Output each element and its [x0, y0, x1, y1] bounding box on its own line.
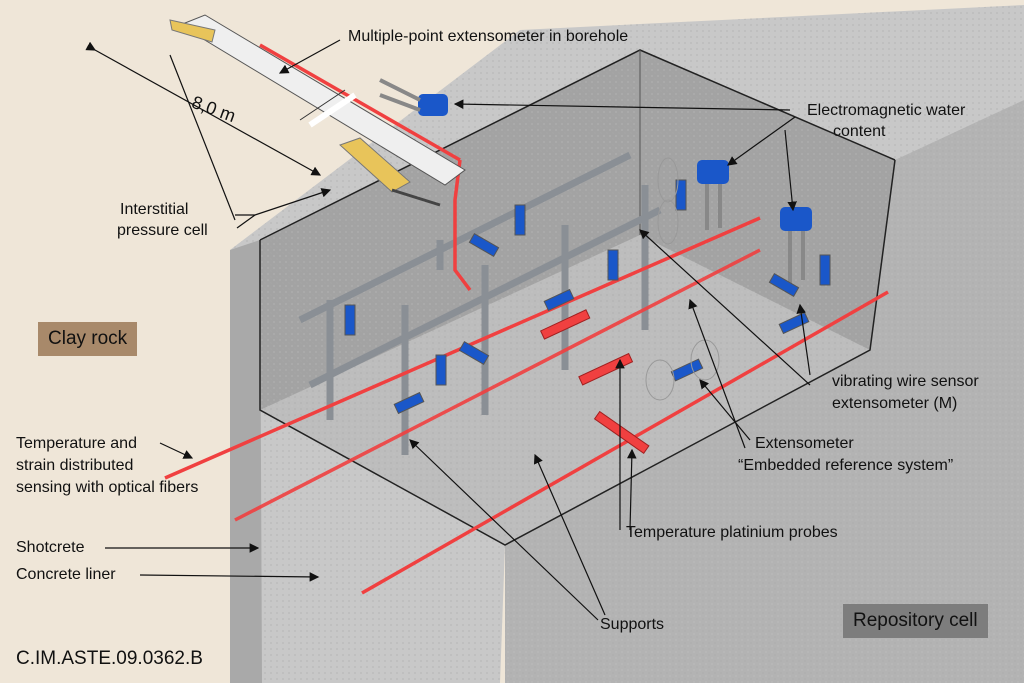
label-concrete-liner: Concrete liner [16, 566, 116, 583]
supports-frame [298, 151, 662, 455]
label-vibrating-wire-line1: vibrating wire sensor [832, 373, 979, 390]
label-pressure-cell-line2: pressure cell [117, 222, 208, 239]
label-em-water-line2: content [833, 123, 886, 140]
label-platinum-probes: Temperature platinium probes [626, 524, 838, 541]
leader-lines [85, 39, 811, 621]
em-probe-1 [379, 78, 448, 116]
label-pressure-cell-line1: Interstitial [120, 201, 189, 218]
label-embedded-line2: “Embedded reference system” [738, 457, 954, 474]
label-fibers-line1: Temperature and [16, 435, 137, 452]
label-embedded-line1: Extensometer [755, 435, 854, 452]
label-fibers-line2: strain distributed [16, 457, 134, 474]
label-extensometer-borehole: Multiple-point extensometer in borehole [348, 28, 629, 45]
label-vibrating-wire-line2: extensometer (M) [832, 395, 958, 412]
em-probe-3 [780, 207, 812, 285]
label-em-water-line1: Electromagnetic water [807, 102, 966, 119]
label-clay-rock: Clay rock [38, 322, 138, 356]
em-probe-2 [697, 160, 729, 230]
label-shotcrete: Shotcrete [16, 539, 85, 556]
drawing-code: C.IM.ASTE.09.0362.B [16, 648, 203, 669]
label-fibers-line3: sensing with optical fibers [16, 479, 199, 496]
label-repository-cell: Repository cell [843, 604, 988, 638]
label-supports: Supports [600, 616, 665, 633]
